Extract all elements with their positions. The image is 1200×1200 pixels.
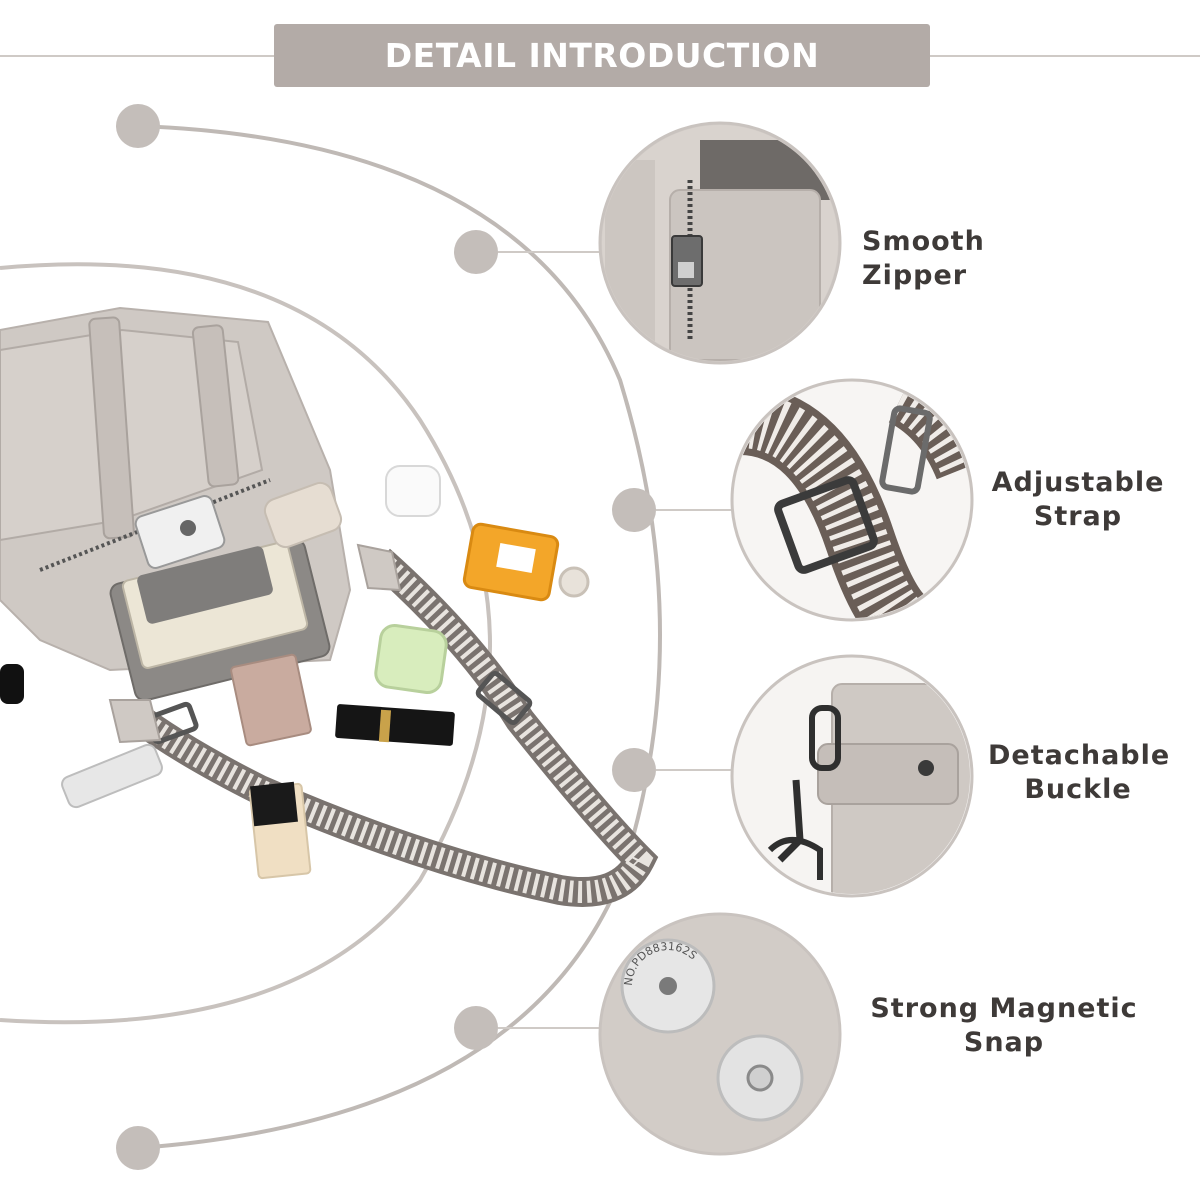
silver-tube	[61, 743, 163, 809]
feature-label-zipper: Smooth Zipper	[862, 225, 1094, 293]
node-dot	[116, 1126, 160, 1170]
node-dot	[116, 104, 160, 148]
perfume-label	[496, 543, 536, 573]
crossbody-bag-illustration	[0, 306, 659, 907]
strap-tab	[108, 699, 162, 744]
feature-label-strap: Adjustable Strap	[990, 466, 1166, 534]
feature-label-text: Strong Magnetic	[870, 993, 1138, 1024]
foundation-cap	[250, 781, 298, 827]
feature-label-snap: Strong Magnetic Snap	[868, 992, 1140, 1060]
strap-slider	[475, 670, 533, 726]
lipstick	[335, 704, 455, 746]
feature-label-text: Adjustable	[991, 467, 1165, 498]
flap-strap	[191, 324, 240, 488]
detail-zipper-image	[598, 121, 842, 365]
shoulder-strap	[120, 548, 659, 907]
feature-label-text: Detachable	[988, 740, 1171, 771]
phone	[134, 495, 226, 569]
detail-buckle-image	[730, 654, 974, 898]
section-banner: DETAIL INTRODUCTION	[274, 24, 930, 87]
phone-camera	[180, 520, 196, 536]
strap-tab	[356, 543, 402, 592]
feature-label-text: Smooth Zipper	[862, 226, 985, 291]
lipstick-band	[378, 709, 392, 743]
feature-label-text: Snap	[963, 1027, 1045, 1058]
compact-mirror	[230, 653, 312, 747]
earbuds-case	[385, 465, 441, 517]
feature-label-buckle: Detachable Buckle	[988, 739, 1171, 807]
power-bank	[137, 546, 273, 624]
black-cap	[0, 664, 24, 704]
inner-guide-arc	[0, 262, 492, 1025]
bag-flap	[0, 328, 264, 542]
banner-title: DETAIL INTRODUCTION	[384, 36, 820, 75]
green-perfume	[374, 624, 448, 694]
node-dot	[612, 488, 656, 532]
detail-strap-image	[730, 378, 974, 622]
detail-snap-image	[598, 912, 842, 1156]
bag-zipper	[39, 478, 271, 572]
feature-label-text: Strap	[1033, 501, 1123, 532]
node-dot	[454, 230, 498, 274]
umbrella	[263, 481, 343, 549]
outer-guide-arc	[137, 124, 662, 1150]
perfume-cap	[558, 566, 590, 598]
node-dot	[612, 748, 656, 792]
feature-label-text: Buckle	[1024, 774, 1132, 805]
node-dot	[454, 1006, 498, 1050]
